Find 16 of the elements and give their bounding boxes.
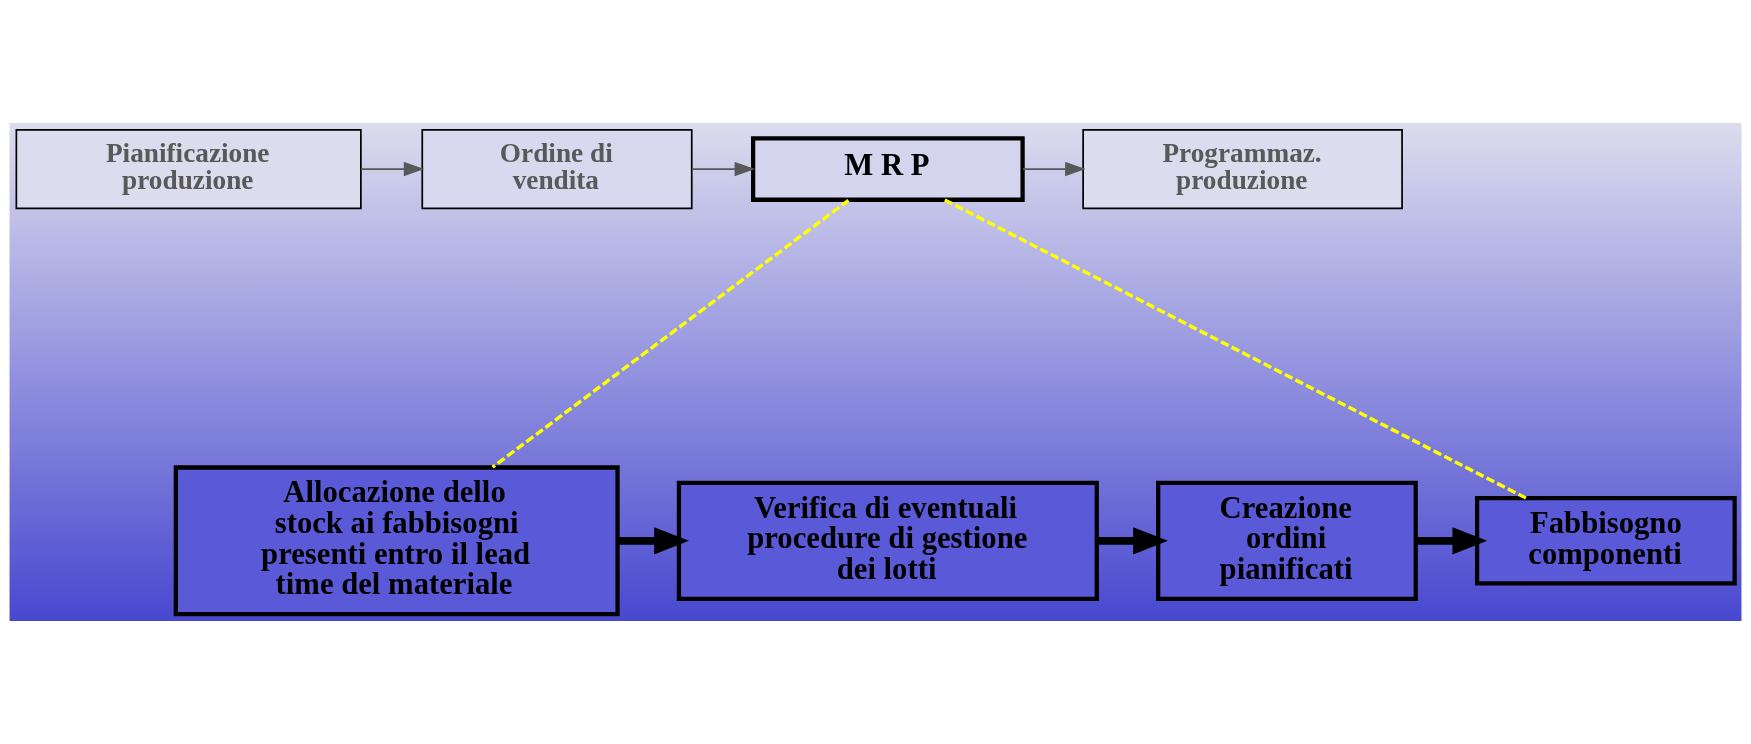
arrow bbox=[1022, 161, 1086, 177]
node-box: Verifica di eventuali procedure di gestione dei lotti bbox=[676, 480, 1099, 601]
arrow bbox=[1097, 527, 1168, 555]
arrow bbox=[360, 161, 425, 177]
connector bbox=[944, 198, 1527, 500]
node-box: Fabbisogno componenti bbox=[1474, 496, 1737, 586]
connector bbox=[491, 198, 850, 469]
arrow bbox=[1415, 527, 1488, 555]
arrow bbox=[691, 161, 756, 177]
node-box: Allocazione dello stock ai fabbisogni presenti entro il lead time del materiale bbox=[173, 465, 620, 617]
node-box: Pianificazione produzione bbox=[15, 128, 362, 210]
node-box: Programmaz. produzione bbox=[1082, 128, 1403, 210]
arrow bbox=[617, 527, 689, 555]
node-box: Creazione ordini pianificati bbox=[1156, 480, 1418, 601]
node-box: Ordine di vendita bbox=[421, 128, 693, 210]
node-box: M R P bbox=[751, 136, 1025, 202]
